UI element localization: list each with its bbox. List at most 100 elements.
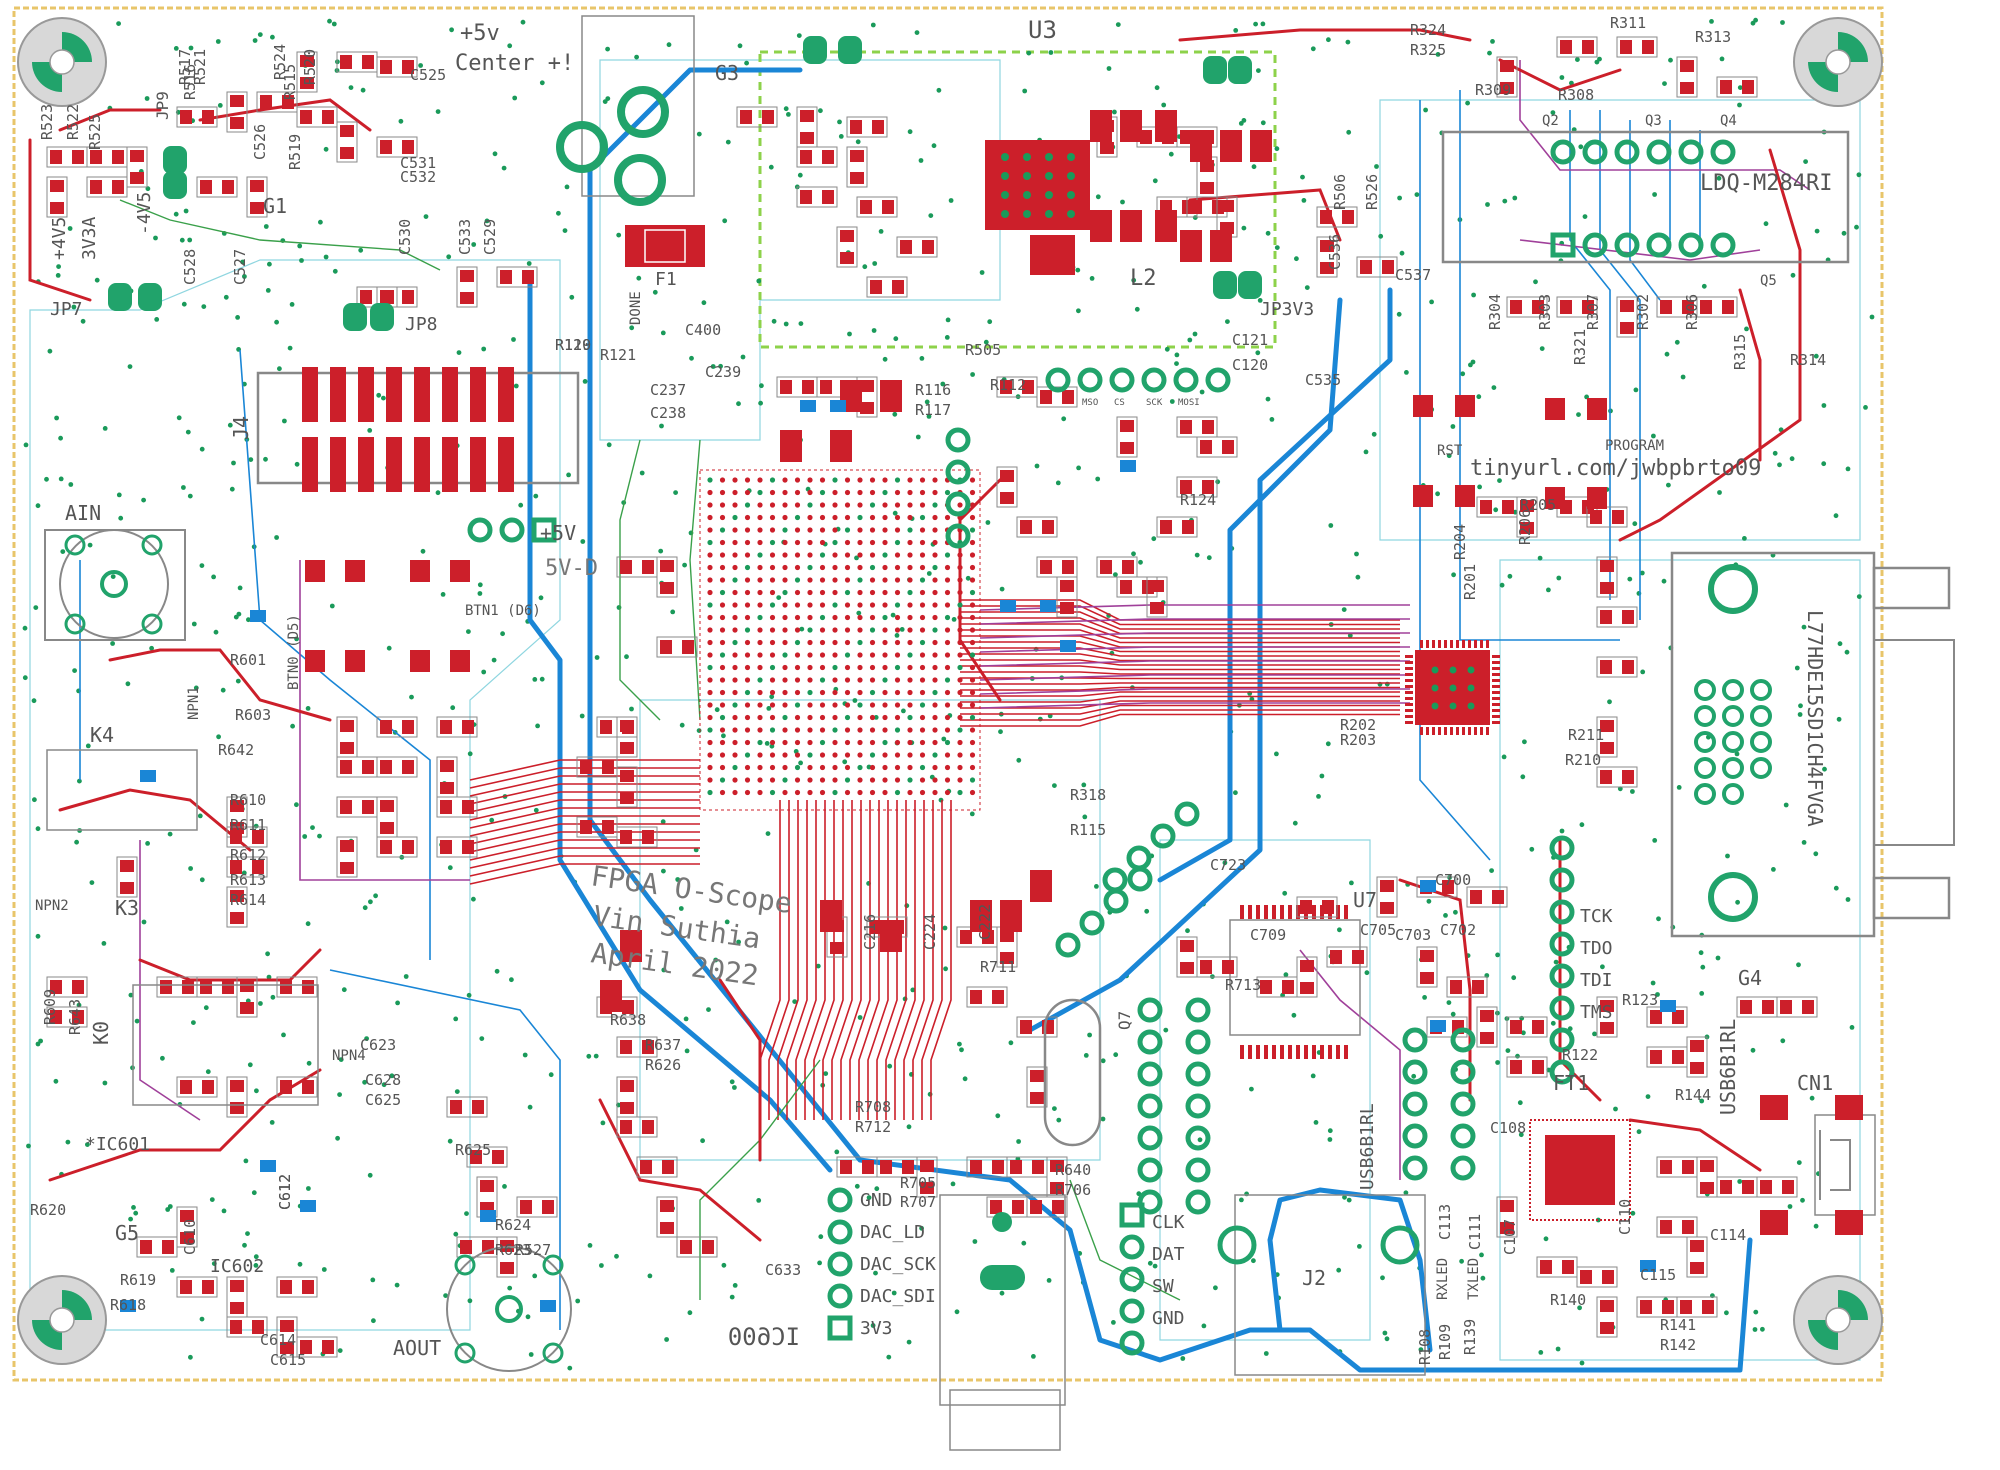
- bga-ball: [969, 714, 976, 721]
- bga-ball: [869, 539, 876, 546]
- bga-ball: [869, 702, 876, 708]
- bga-ball: [744, 752, 751, 758]
- bga-ball: [907, 489, 913, 496]
- via: [1131, 277, 1137, 283]
- u3-thermal-via: [1045, 191, 1053, 199]
- bga-ball: [832, 589, 838, 596]
- smd-pad: [340, 862, 354, 874]
- via: [1282, 890, 1288, 896]
- label-u7: U7: [1353, 888, 1377, 912]
- via: [1435, 52, 1441, 57]
- refdes-label: C612: [276, 1174, 294, 1210]
- jumper-pad: [1203, 56, 1227, 84]
- via: [1717, 490, 1722, 495]
- via: [248, 457, 254, 462]
- smd-pad: [622, 1000, 634, 1014]
- label-npn4: NPN4: [332, 1048, 366, 1064]
- refdes-label: C623: [360, 1036, 396, 1054]
- refdes-label: C222: [976, 904, 994, 940]
- smd-outline: [1616, 296, 1638, 338]
- bga-ball: [807, 652, 813, 658]
- via: [1283, 972, 1289, 978]
- adc-pin: [1405, 673, 1413, 676]
- bga-ball: [707, 777, 713, 783]
- bus-trace: [777, 800, 799, 1120]
- bga-ball: [857, 789, 863, 796]
- bga-ball: [719, 589, 726, 596]
- via: [919, 1225, 924, 1231]
- via: [856, 610, 862, 616]
- th-pin: [1450, 1155, 1476, 1181]
- via: [538, 595, 544, 601]
- via: [675, 877, 681, 882]
- mount-hole-center: [49, 49, 75, 75]
- via: [1396, 311, 1402, 317]
- via: [1115, 22, 1121, 27]
- bga-ball: [769, 564, 776, 571]
- bga-ball: [819, 677, 826, 683]
- via: [423, 214, 429, 220]
- smd-pad: [1060, 580, 1074, 592]
- bga-ball: [969, 602, 976, 608]
- smd-pad: [1300, 960, 1314, 972]
- smd-pad: [620, 792, 634, 804]
- relay-k4: [46, 749, 198, 831]
- smd-pad: [260, 95, 272, 109]
- via: [294, 636, 299, 642]
- bga-ball: [857, 777, 863, 783]
- bus-trace: [930, 800, 952, 1120]
- bga-ball: [919, 689, 926, 696]
- smd-pad: [982, 930, 994, 944]
- via: [940, 381, 946, 387]
- via: [389, 1073, 395, 1079]
- th-pin: [1710, 232, 1736, 258]
- via: [453, 1016, 459, 1022]
- bga-ball: [907, 789, 913, 796]
- via: [1106, 66, 1112, 71]
- bga-ball: [769, 789, 776, 796]
- bga-ball: [957, 764, 963, 771]
- via: [1120, 199, 1125, 205]
- bga-ball: [969, 727, 976, 733]
- via: [492, 151, 498, 157]
- smd-outline: [616, 716, 638, 758]
- smd-outline: [376, 56, 418, 78]
- refdes-label: R623: [495, 1241, 531, 1259]
- via: [217, 103, 223, 108]
- smd-outline: [436, 796, 478, 818]
- bus-trace: [469, 759, 700, 781]
- via: [513, 383, 519, 389]
- via: [1354, 551, 1359, 557]
- label-l2: L2: [1130, 266, 1157, 291]
- bga-ball: [869, 627, 876, 633]
- smd-pad: [1300, 900, 1312, 914]
- cap-pad: [880, 380, 902, 412]
- via: [1233, 790, 1238, 796]
- j4-pin: [414, 437, 430, 492]
- via: [1201, 1323, 1207, 1329]
- bga-ball: [807, 539, 813, 546]
- cap-pad: [1250, 130, 1272, 162]
- via: [1800, 1197, 1805, 1203]
- via: [1505, 1048, 1511, 1053]
- via: [44, 476, 49, 482]
- label-ic601: *IC601: [85, 1134, 150, 1155]
- smd-pad: [362, 800, 374, 814]
- smd-outline: [246, 176, 268, 218]
- smd-outline: [1416, 946, 1438, 988]
- bga-ball: [782, 527, 788, 533]
- bga-ball: [907, 602, 913, 608]
- refdes-label: R121: [600, 346, 636, 364]
- bga-ball: [844, 539, 851, 546]
- smd-pad: [800, 110, 814, 122]
- via: [507, 1285, 513, 1291]
- refdes-label: R620: [30, 1201, 66, 1219]
- via: [765, 831, 771, 836]
- via: [127, 364, 133, 369]
- bga-ball: [844, 577, 851, 583]
- bga-ball: [769, 764, 776, 771]
- refdes-label: R624: [495, 1216, 531, 1234]
- via: [1131, 551, 1136, 557]
- bga-ball: [869, 552, 876, 558]
- smd-outline: [46, 176, 68, 218]
